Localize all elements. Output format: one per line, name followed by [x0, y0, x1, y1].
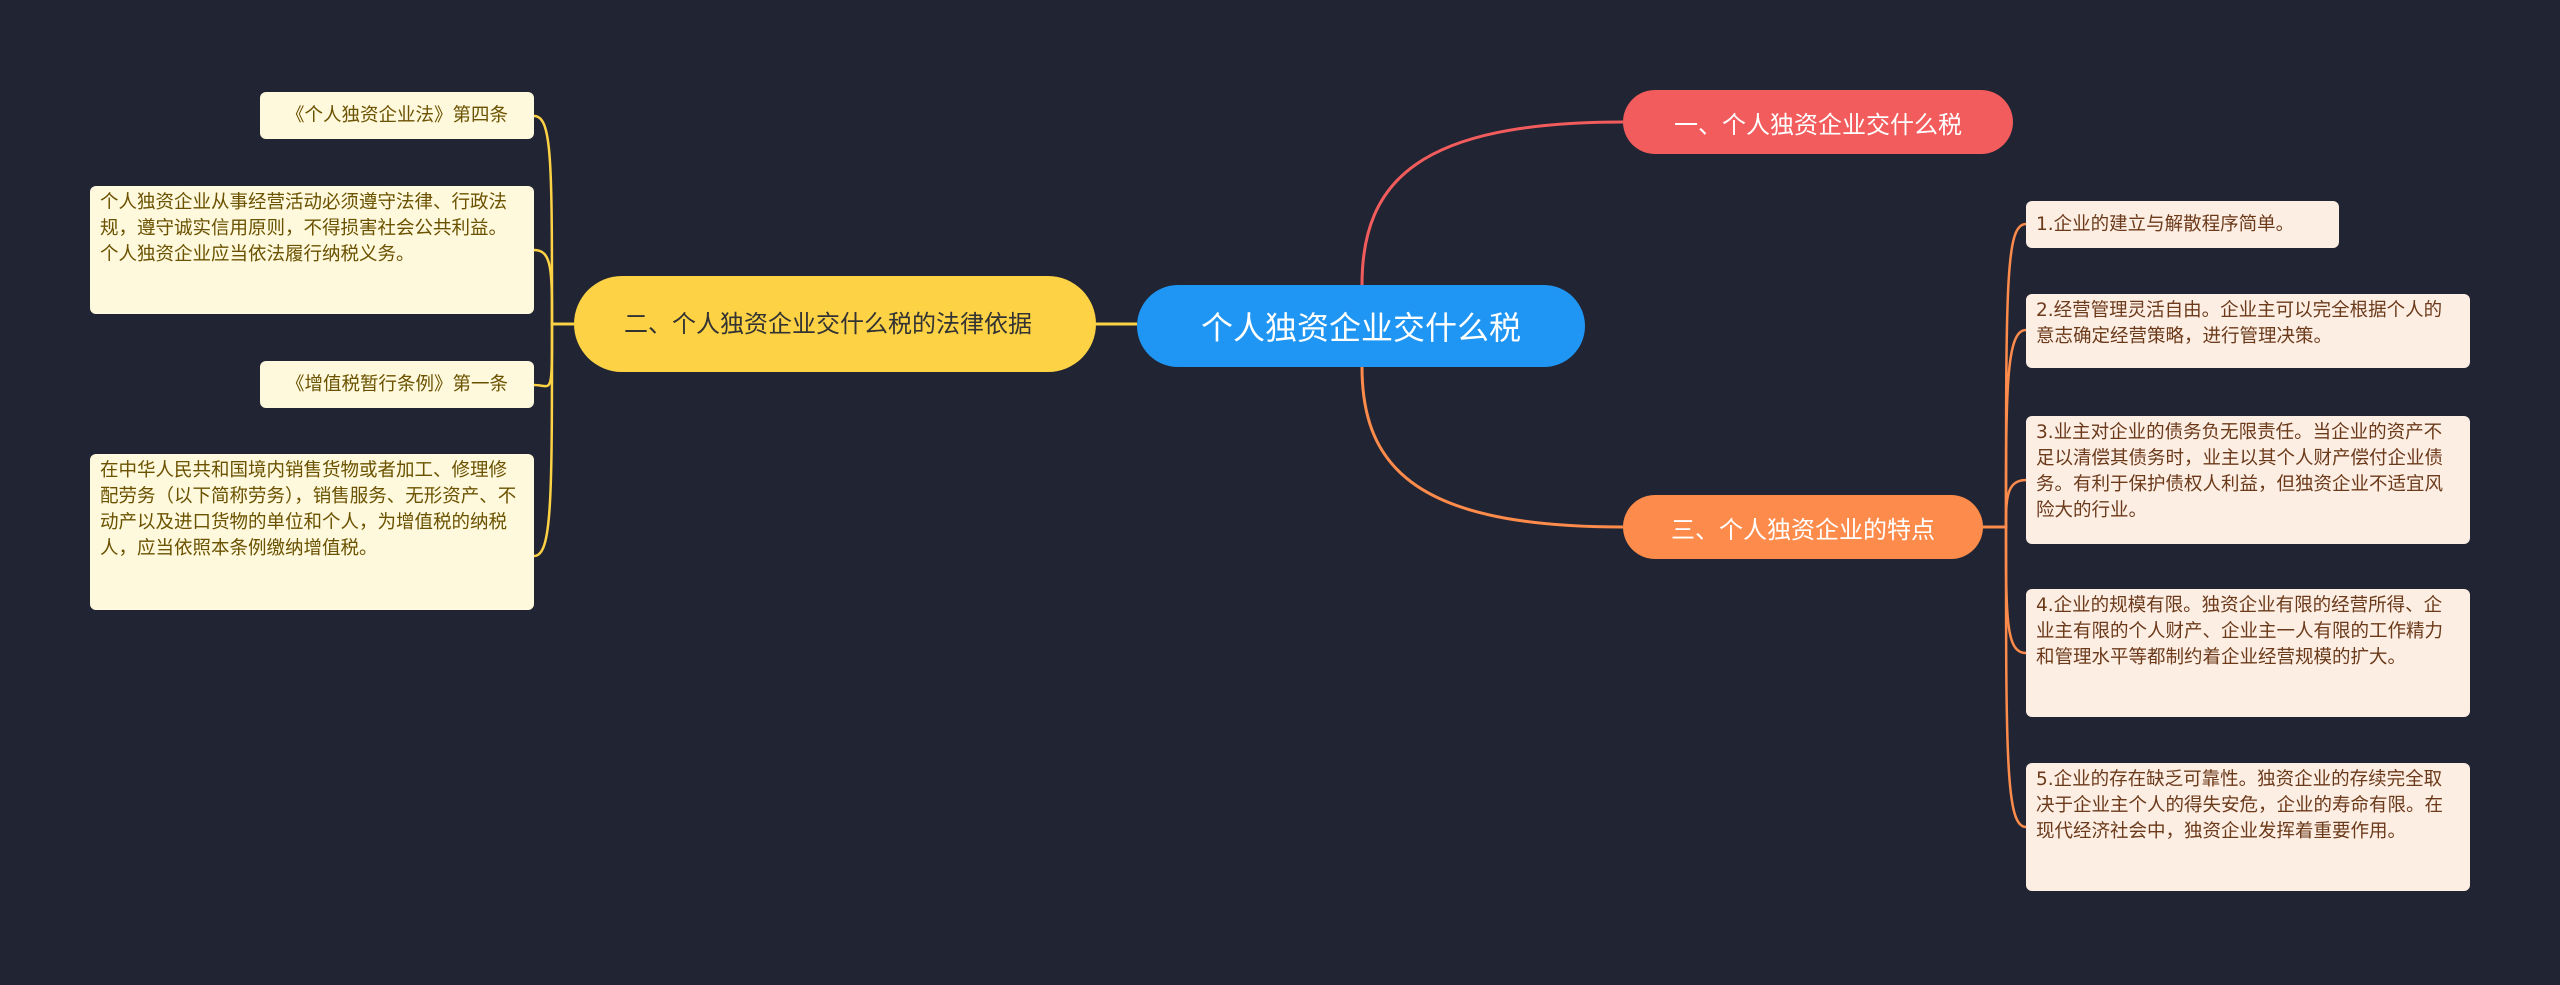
- right-leaf-5-text: 5.企业的存在缺乏可靠性。独资企业的存续完全取决于企业主个人的得失安危，企业的寿…: [2036, 769, 2444, 842]
- branch-1-label: 一、个人独资企业交什么税: [1674, 110, 1962, 139]
- left-leaf-2-text: 个人独资企业从事经营活动必须遵守法律、行政法规，遵守诚实信用原则，不得损害社会公…: [100, 192, 508, 265]
- right-leaf-1[interactable]: 1.企业的建立与解散程序简单。: [2026, 201, 2339, 248]
- right-leaf-2-text: 2.经营管理灵活自由。企业主可以完全根据个人的意志确定经营策略，进行管理决策。: [2036, 300, 2443, 347]
- link-b2-l2: [533, 248, 574, 326]
- right-leaf-3[interactable]: 3.业主对企业的债务负无限责任。当企业的资产不足以清偿其债务时，业主以其个人财产…: [2026, 416, 2470, 544]
- left-leaf-4-text: 在中华人民共和国境内销售货物或者加工、修理修配劳务（以下简称劳务），销售服务、无…: [100, 460, 517, 559]
- branch-1-node[interactable]: 一、个人独资企业交什么税: [1623, 90, 2013, 154]
- link-b2-l4: [533, 322, 574, 558]
- right-leaf-1-text: 1.企业的建立与解散程序简单。: [2036, 213, 2295, 235]
- center-topic[interactable]: 个人独资企业交什么税: [1137, 285, 1585, 367]
- branch-2-node[interactable]: 二、个人独资企业交什么税的法律依据: [574, 276, 1096, 372]
- right-leaf-4-text: 4.企业的规模有限。独资企业有限的经营所得、企业主有限的个人财产、企业主一人有限…: [2036, 595, 2444, 668]
- left-leaf-4[interactable]: 在中华人民共和国境内销售货物或者加工、修理修配劳务（以下简称劳务），销售服务、无…: [90, 454, 534, 610]
- right-leaf-5[interactable]: 5.企业的存在缺乏可靠性。独资企业的存续完全取决于企业主个人的得失安危，企业的寿…: [2026, 763, 2470, 891]
- link-center-b1: [1360, 120, 1624, 286]
- link-b2-l3: [533, 322, 574, 388]
- right-leaf-2[interactable]: 2.经营管理灵活自由。企业主可以完全根据个人的意志确定经营策略，进行管理决策。: [2026, 294, 2470, 368]
- link-b3-r2: [1983, 328, 2027, 529]
- left-leaf-1[interactable]: 《个人独资企业法》第四条: [260, 92, 534, 139]
- link-center-b3: [1360, 366, 1624, 529]
- link-b3-r3: [1983, 478, 2027, 529]
- left-leaf-3-text: 《增值税暂行条例》第一条: [285, 373, 508, 395]
- link-b3-r4: [1983, 525, 2027, 655]
- branch-2-label: 二、个人独资企业交什么税的法律依据: [624, 310, 1032, 338]
- link-b3-r5: [1983, 525, 2027, 829]
- link-b2-l1: [533, 114, 574, 326]
- left-leaf-2[interactable]: 个人独资企业从事经营活动必须遵守法律、行政法规，遵守诚实信用原则，不得损害社会公…: [90, 186, 534, 314]
- branch-3-label: 三、个人独资企业的特点: [1671, 515, 1935, 544]
- left-leaf-3[interactable]: 《增值税暂行条例》第一条: [260, 361, 534, 408]
- branch-3-node[interactable]: 三、个人独资企业的特点: [1623, 495, 1983, 559]
- right-leaf-3-text: 3.业主对企业的债务负无限责任。当企业的资产不足以清偿其债务时，业主以其个人财产…: [2036, 422, 2444, 521]
- left-leaf-1-text: 《个人独资企业法》第四条: [285, 104, 508, 126]
- right-leaf-4[interactable]: 4.企业的规模有限。独资企业有限的经营所得、企业主有限的个人财产、企业主一人有限…: [2026, 589, 2470, 717]
- center-topic-label: 个人独资企业交什么税: [1200, 309, 1521, 347]
